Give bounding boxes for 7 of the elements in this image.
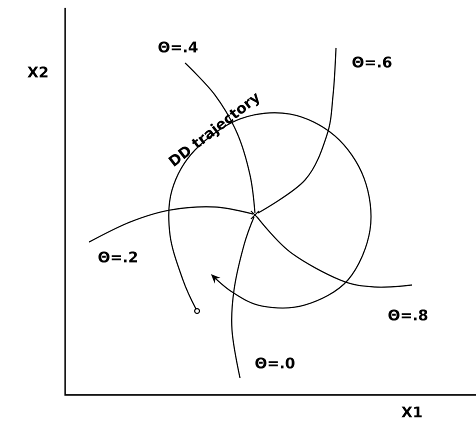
axis-label: X1 <box>402 406 422 418</box>
axis-label: X2 <box>28 66 48 78</box>
curve-label: Θ=.0 <box>255 357 294 369</box>
curve-label: Θ=.8 <box>388 309 428 321</box>
curve-label: Θ=.6 <box>352 56 392 68</box>
curve-label: Θ=.2 <box>98 251 137 263</box>
curve-label: Θ=.4 <box>158 41 198 53</box>
